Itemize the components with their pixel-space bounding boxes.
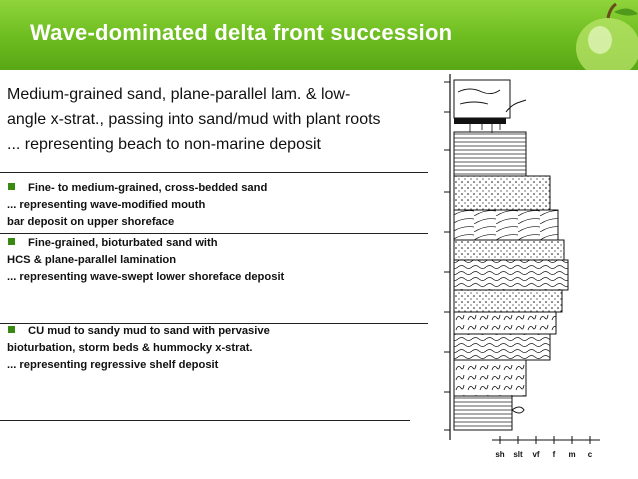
unit4-line-3: ... representing regressive shelf deposi…: [7, 359, 219, 371]
grain-label-f: f: [553, 450, 556, 459]
square-bullet-icon: [8, 183, 15, 190]
unit4-line-2: bioturbation, storm beds & hummocky x-st…: [7, 342, 253, 354]
upper-shoreface-description: Fine- to medium-grained, cross-bedded sa…: [7, 180, 267, 231]
divider-4: [0, 420, 410, 421]
title-bar: Wave-dominated delta front succession: [0, 0, 638, 70]
unit2-line-1: Fine- to medium-grained, cross-bedded sa…: [28, 182, 268, 194]
slide-title: Wave-dominated delta front succession: [30, 20, 453, 45]
beach-line-2: angle x-strat., passing into sand/mud wi…: [7, 111, 381, 128]
grain-label-m: m: [568, 450, 575, 459]
beach-description: Medium-grained sand, plane-parallel lam.…: [7, 82, 427, 157]
square-bullet-icon: [8, 326, 15, 333]
sedimentary-log: sh slt vf f m c: [444, 74, 600, 459]
beach-line-1: Medium-grained sand, plane-parallel lam.…: [7, 86, 351, 103]
grain-label-sh: sh: [495, 450, 504, 459]
grain-label-c: c: [588, 450, 593, 459]
unit2-line-3: bar deposit on upper shoreface: [7, 216, 175, 228]
divider-3: [0, 323, 428, 324]
apple-icon: [576, 2, 638, 70]
lower-shoreface-description: Fine-grained, bioturbated sand with HCS …: [7, 235, 284, 286]
grain-label-vf: vf: [532, 450, 539, 459]
unit3-line-1: Fine-grained, bioturbated sand with: [28, 237, 218, 249]
unit2-line-2: ... representing wave-modified mouth: [7, 199, 206, 211]
unit3-line-2: HCS & plane-parallel lamination: [7, 254, 177, 266]
divider-1: [0, 172, 428, 173]
grain-label-slt: slt: [513, 450, 523, 459]
unit4-line-1: CU mud to sandy mud to sand with pervasi…: [28, 325, 270, 337]
square-bullet-icon: [8, 238, 15, 245]
divider-2: [0, 233, 428, 234]
shelf-description: CU mud to sandy mud to sand with pervasi…: [7, 323, 270, 374]
unit3-line-3: ... representing wave-swept lower shoref…: [7, 271, 285, 283]
beach-line-3: ... representing beach to non-marine dep…: [7, 136, 321, 153]
